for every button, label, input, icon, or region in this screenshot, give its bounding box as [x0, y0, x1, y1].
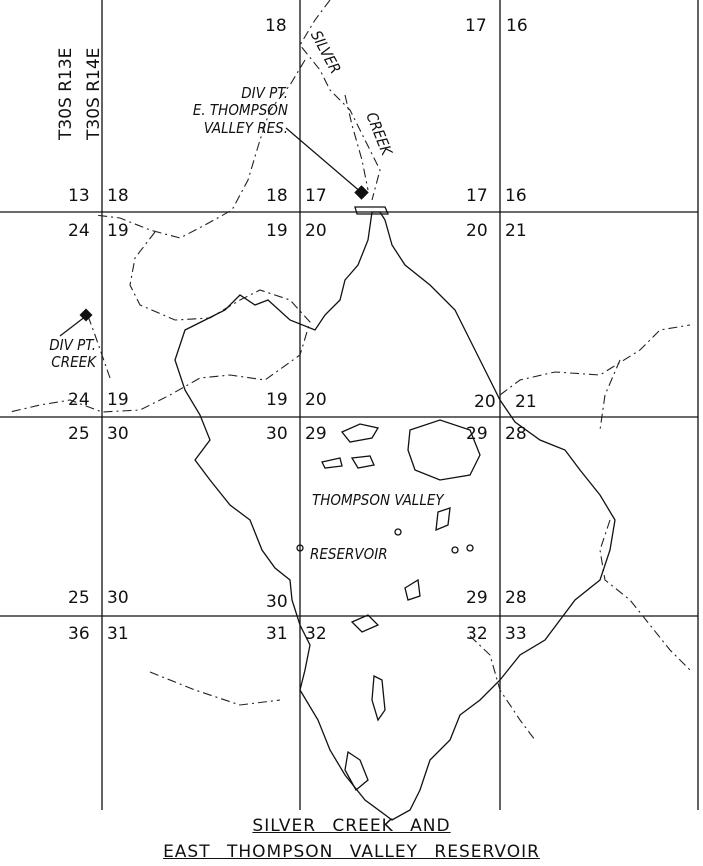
div-pt-creek-label: DIV PT. CREEK	[49, 336, 96, 372]
section-number: 16	[506, 16, 528, 36]
section-number: 17	[465, 16, 487, 36]
section-number: 19	[266, 390, 288, 410]
section-number: 29	[466, 588, 488, 608]
section-number: 17	[305, 186, 327, 206]
section-number: 21	[515, 392, 537, 412]
section-number: 28	[505, 588, 527, 608]
section-number: 19	[107, 221, 129, 241]
section-number: 19	[107, 390, 129, 410]
div-pt-east-label: DIV PT. E. THOMPSON VALLEY RES.	[192, 84, 288, 137]
section-number: 18	[265, 16, 287, 36]
section-number: 20	[305, 221, 327, 241]
section-number: 16	[505, 186, 527, 206]
section-number: 30	[266, 592, 288, 612]
section-number: 29	[466, 424, 488, 444]
section-number: 18	[107, 186, 129, 206]
reservoir-label-line1: THOMPSON VALLEY	[312, 491, 444, 509]
section-number: 20	[474, 392, 496, 412]
reservoir-shoreline	[174, 206, 616, 821]
reservoir-label-line2: RESERVOIR	[310, 545, 388, 563]
section-number: 33	[505, 624, 527, 644]
section-grid	[0, 0, 699, 810]
map-title-line1: SILVER CREEK AND	[252, 816, 451, 836]
section-number: 18	[266, 186, 288, 206]
section-number: 31	[266, 624, 288, 644]
section-number: 29	[305, 424, 327, 444]
section-number: 19	[266, 221, 288, 241]
section-number: 28	[505, 424, 527, 444]
section-number: 32	[305, 624, 327, 644]
section-number: 25	[68, 588, 90, 608]
section-number: 24	[68, 221, 90, 241]
section-number: 30	[107, 588, 129, 608]
township-label-left: T30S R13E	[56, 47, 76, 140]
section-number: 25	[68, 424, 90, 444]
div-pt-creek-marker-icon	[79, 308, 93, 322]
section-number: 30	[266, 424, 288, 444]
creek-lines	[9, 0, 691, 741]
map-title-line2: EAST THOMPSON VALLEY RESERVOIR	[163, 842, 540, 862]
section-number: 20	[305, 390, 327, 410]
section-number: 31	[107, 624, 129, 644]
div-pt-east-marker-icon	[354, 185, 369, 200]
section-number: 13	[68, 186, 90, 206]
section-number: 36	[68, 624, 90, 644]
township-label-right: T30S R14E	[84, 47, 104, 140]
section-number: 20	[466, 221, 488, 241]
section-number: 30	[107, 424, 129, 444]
section-number: 24	[68, 390, 90, 410]
section-number: 21	[505, 221, 527, 241]
section-number: 32	[466, 624, 488, 644]
diversion-points	[59, 127, 369, 337]
section-number: 17	[466, 186, 488, 206]
